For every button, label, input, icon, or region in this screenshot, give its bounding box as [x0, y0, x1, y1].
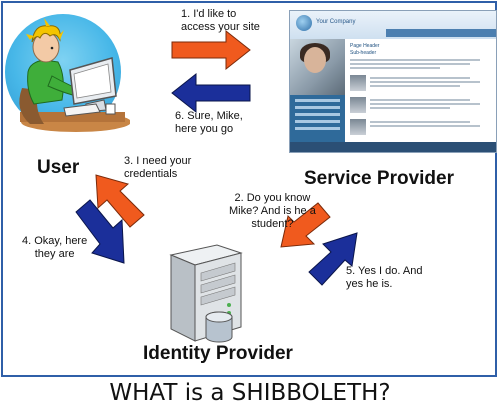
flow-arrows [75, 29, 358, 286]
user-illustration [0, 0, 130, 140]
identity-provider-label: Identity Provider [143, 343, 293, 364]
arrow-step-1 [171, 29, 251, 71]
nav-item: Home [390, 39, 399, 43]
arrow-step-3 [95, 174, 145, 228]
company-logo-icon [296, 15, 312, 31]
arrow-step-6 [171, 72, 251, 114]
website-nav: Home About Services Products Contact [386, 29, 496, 43]
arrow-step-2 [280, 202, 331, 248]
website-header: Your Company Home About Services Product… [290, 11, 496, 43]
nav-item: About [406, 39, 415, 43]
nav-item: Contact [463, 39, 474, 43]
website-subheader: Sub-header [350, 50, 377, 56]
step-1-label: 1. I'd like to access your site [181, 8, 260, 33]
caption: WHAT is a SHIBBOLETH? [109, 380, 391, 406]
step-6-label: 6. Sure, Mike, here you go [175, 110, 243, 135]
company-name: Your Company [316, 19, 356, 25]
website-thumbnail [350, 97, 366, 113]
user-at-computer-icon [19, 18, 130, 132]
user-label: User [37, 157, 80, 178]
website-thumbnail [350, 75, 366, 91]
identity-provider-server-icon [169, 244, 243, 343]
arrow-step-5 [308, 232, 358, 286]
website-page-header: Page Header [350, 43, 380, 49]
step-4-label: 4. Okay, here they are [22, 235, 88, 260]
website-photo [290, 39, 345, 95]
service-provider-website: Your Company Home About Services Product… [289, 10, 497, 153]
step-3-label: 3. I need your credentials [124, 155, 192, 180]
website-thumbnail [350, 119, 366, 135]
arrow-step-4 [75, 199, 125, 264]
website-sidebar [290, 95, 345, 145]
nav-item: Products [442, 39, 455, 43]
step-5-label: 5. Yes I do. And yes he is. [346, 265, 423, 290]
nav-item: Services [422, 39, 435, 43]
step-2-label: 2. Do you know Mike? And is he a student… [229, 192, 316, 230]
service-provider-label: Service Provider [304, 168, 454, 189]
website-footer [290, 142, 496, 152]
